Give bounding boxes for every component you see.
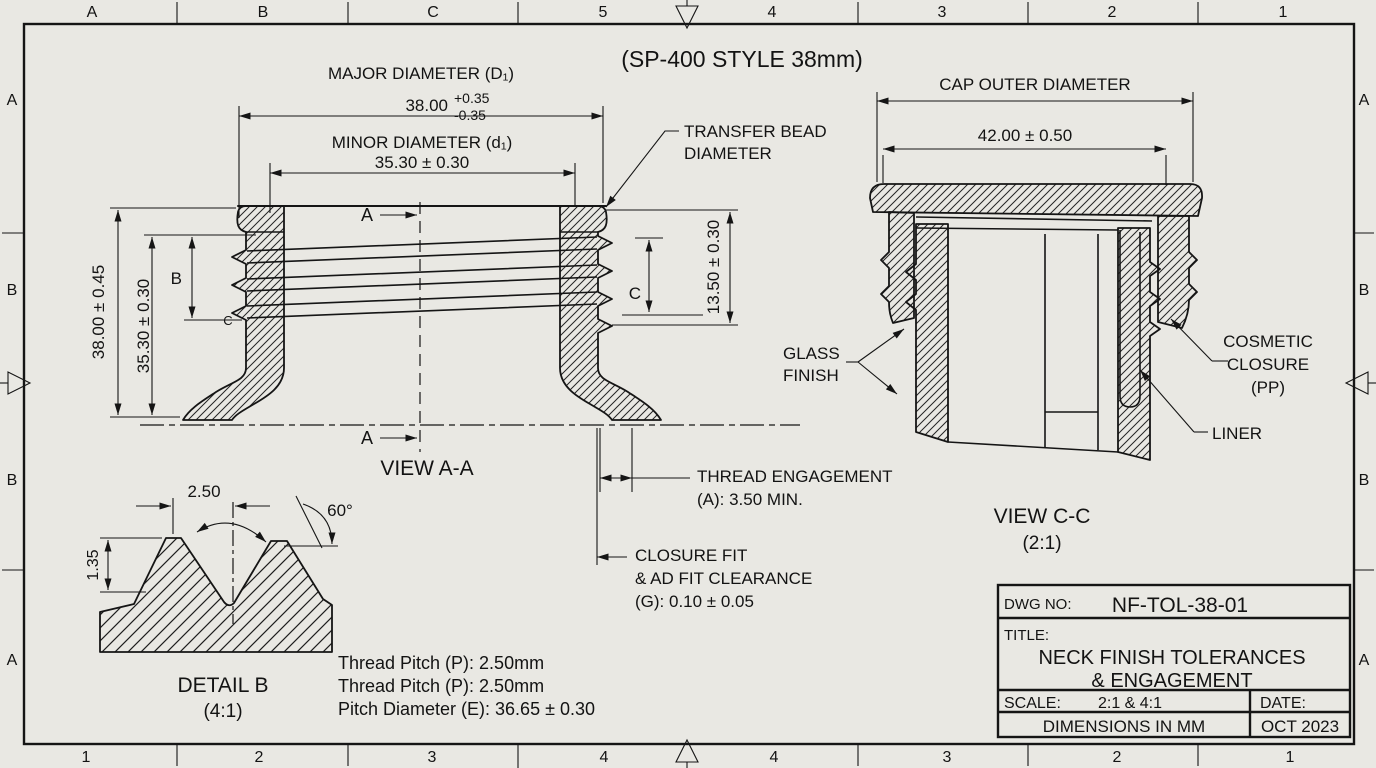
date-label: DATE: xyxy=(1260,695,1306,712)
closure-fit-label-2: & AD FIT CLEARANCE xyxy=(635,569,812,588)
cosmetic-closure-label-2: CLOSURE xyxy=(1227,355,1309,374)
cosmetic-closure-label-3: (PP) xyxy=(1251,378,1285,397)
title-value-line1: NECK FINISH TOLERANCES xyxy=(1038,647,1305,669)
neck-left-wall xyxy=(182,205,285,421)
title-block: DWG NO: NF-TOL-38-01 TITLE: NECK FINISH … xyxy=(996,583,1352,739)
cosmetic-closure-label-1: COSMETIC xyxy=(1223,332,1313,351)
liner-label: LINER xyxy=(1212,424,1262,443)
grid-label: 5 xyxy=(599,4,608,21)
c-dim-label: C xyxy=(629,284,641,303)
grid-label: 3 xyxy=(428,749,437,766)
transfer-bead-label-2: DIAMETER xyxy=(684,144,772,163)
c-small-label: C xyxy=(223,313,232,328)
major-diameter-label: MAJOR DIAMETER (D₁) xyxy=(328,64,514,83)
thread-angle-value: 60° xyxy=(327,501,353,520)
height-dim-value: 38.00 ± 0.45 xyxy=(89,265,108,359)
detail-b-geometry xyxy=(99,502,333,653)
scale-label: SCALE: xyxy=(1004,695,1061,712)
section-letter-top: A xyxy=(361,205,373,225)
glass-left-wall xyxy=(905,223,949,443)
grid-label: A xyxy=(1359,652,1370,669)
minor-diameter-label: MINOR DIAMETER (d₁) xyxy=(332,133,512,152)
minor-diameter-value: 35.30 ± 0.30 xyxy=(375,153,469,172)
grid-label: 4 xyxy=(600,749,609,766)
thread-profile-mass xyxy=(99,537,333,653)
cap-top-slab xyxy=(869,183,1203,217)
thread-engagement-label-1: THREAD ENGAGEMENT xyxy=(697,467,893,486)
center-mark-top xyxy=(675,0,699,30)
units-note: DIMENSIONS IN MM xyxy=(1043,717,1205,736)
thread-depth-value: 1.35 xyxy=(85,549,102,580)
major-diameter-value: 38.00 xyxy=(405,96,448,115)
date-value: OCT 2023 xyxy=(1261,717,1339,736)
grid-label: A xyxy=(7,652,18,669)
grid-label: 2 xyxy=(1113,749,1122,766)
view-aa-title: VIEW A-A xyxy=(380,457,473,480)
cap-outer-diameter-label: CAP OUTER DIAMETER xyxy=(939,75,1130,94)
grid-label: 1 xyxy=(82,749,91,766)
closure-fit-label-1: CLOSURE FIT xyxy=(635,546,747,565)
liner-outline xyxy=(915,216,1153,408)
center-mark-bottom xyxy=(675,738,699,768)
title-value-line2: & ENGAGEMENT xyxy=(1091,670,1252,692)
grid-label: 3 xyxy=(943,749,952,766)
detail-b-scale: (4:1) xyxy=(203,701,242,722)
grid-label: B xyxy=(1359,472,1370,489)
major-tol-plus: +0.35 xyxy=(454,90,490,106)
glass-right-wall xyxy=(1117,227,1161,461)
detail-b-dimensions: 2.50 60° 1.35 xyxy=(85,482,353,593)
view-cc-dimensions: CAP OUTER DIAMETER 42.00 ± 0.50 GLASS FI… xyxy=(783,75,1313,443)
glass-finish-label-1: GLASS xyxy=(783,344,840,363)
grid-label: 2 xyxy=(255,749,264,766)
grid-label: 3 xyxy=(938,4,947,21)
grid-label: A xyxy=(7,92,18,109)
section-letter-bottom: A xyxy=(361,428,373,448)
major-tol-minus: -0.35 xyxy=(454,107,486,123)
sheet-title: (SP-400 STYLE 38mm) xyxy=(621,46,863,72)
grid-label: A xyxy=(87,4,98,21)
grid-label: 2 xyxy=(1108,4,1117,21)
grid-label: B xyxy=(1359,282,1370,299)
detail-b-title: DETAIL B xyxy=(177,674,268,697)
t-dim-value: 35.30 ± 0.30 xyxy=(134,279,153,373)
scale-value: 2:1 & 4:1 xyxy=(1098,695,1162,712)
grid-label: C xyxy=(427,4,439,21)
view-cc-title: VIEW C-C xyxy=(994,505,1091,528)
center-mark-left xyxy=(0,371,32,395)
pitch-dim-value: 2.50 xyxy=(187,482,220,501)
note-line: Thread Pitch (P): 2.50mm xyxy=(338,676,544,696)
grid-label: 4 xyxy=(770,749,779,766)
view-aa-geometry xyxy=(140,202,800,452)
title-label: TITLE: xyxy=(1004,627,1049,644)
transfer-bead-label-1: TRANSFER BEAD xyxy=(684,122,827,141)
note-line: Thread Pitch (P): 2.50mm xyxy=(338,653,544,673)
view-cc-geometry xyxy=(869,183,1203,461)
dwg-no-value: NF-TOL-38-01 xyxy=(1112,594,1248,617)
glass-finish-label-2: FINISH xyxy=(783,366,839,385)
view-cc-scale: (2:1) xyxy=(1022,533,1061,554)
neck-right-wall xyxy=(559,205,662,421)
grid-label: A xyxy=(1359,92,1370,109)
grid-label: 1 xyxy=(1286,749,1295,766)
thread-length-dim: 13.50 ± 0.30 xyxy=(704,220,723,314)
grid-label: B xyxy=(258,4,269,21)
grid-label: 4 xyxy=(768,4,777,21)
thread-engagement-label-2: (A): 3.50 MIN. xyxy=(697,490,803,509)
note-line: Pitch Diameter (E): 36.65 ± 0.30 xyxy=(338,699,595,719)
center-mark-right xyxy=(1344,371,1376,395)
closure-fit-label-3: (G): 0.10 ± 0.05 xyxy=(635,592,754,611)
cap-outer-diameter-value: 42.00 ± 0.50 xyxy=(978,126,1072,145)
dwg-no-label: DWG NO: xyxy=(1004,596,1072,613)
grid-label: B xyxy=(7,472,18,489)
grid-label: 1 xyxy=(1279,4,1288,21)
view-aa-dimensions: MAJOR DIAMETER (D₁) 38.00 +0.35 -0.35 MI… xyxy=(89,64,893,611)
b-dim-label: B xyxy=(171,269,182,288)
grid-label: B xyxy=(7,282,18,299)
cap-right-skirt xyxy=(1157,215,1198,329)
notes-block: Thread Pitch (P): 2.50mm Thread Pitch (P… xyxy=(338,653,595,719)
cap-left-skirt xyxy=(880,211,915,324)
